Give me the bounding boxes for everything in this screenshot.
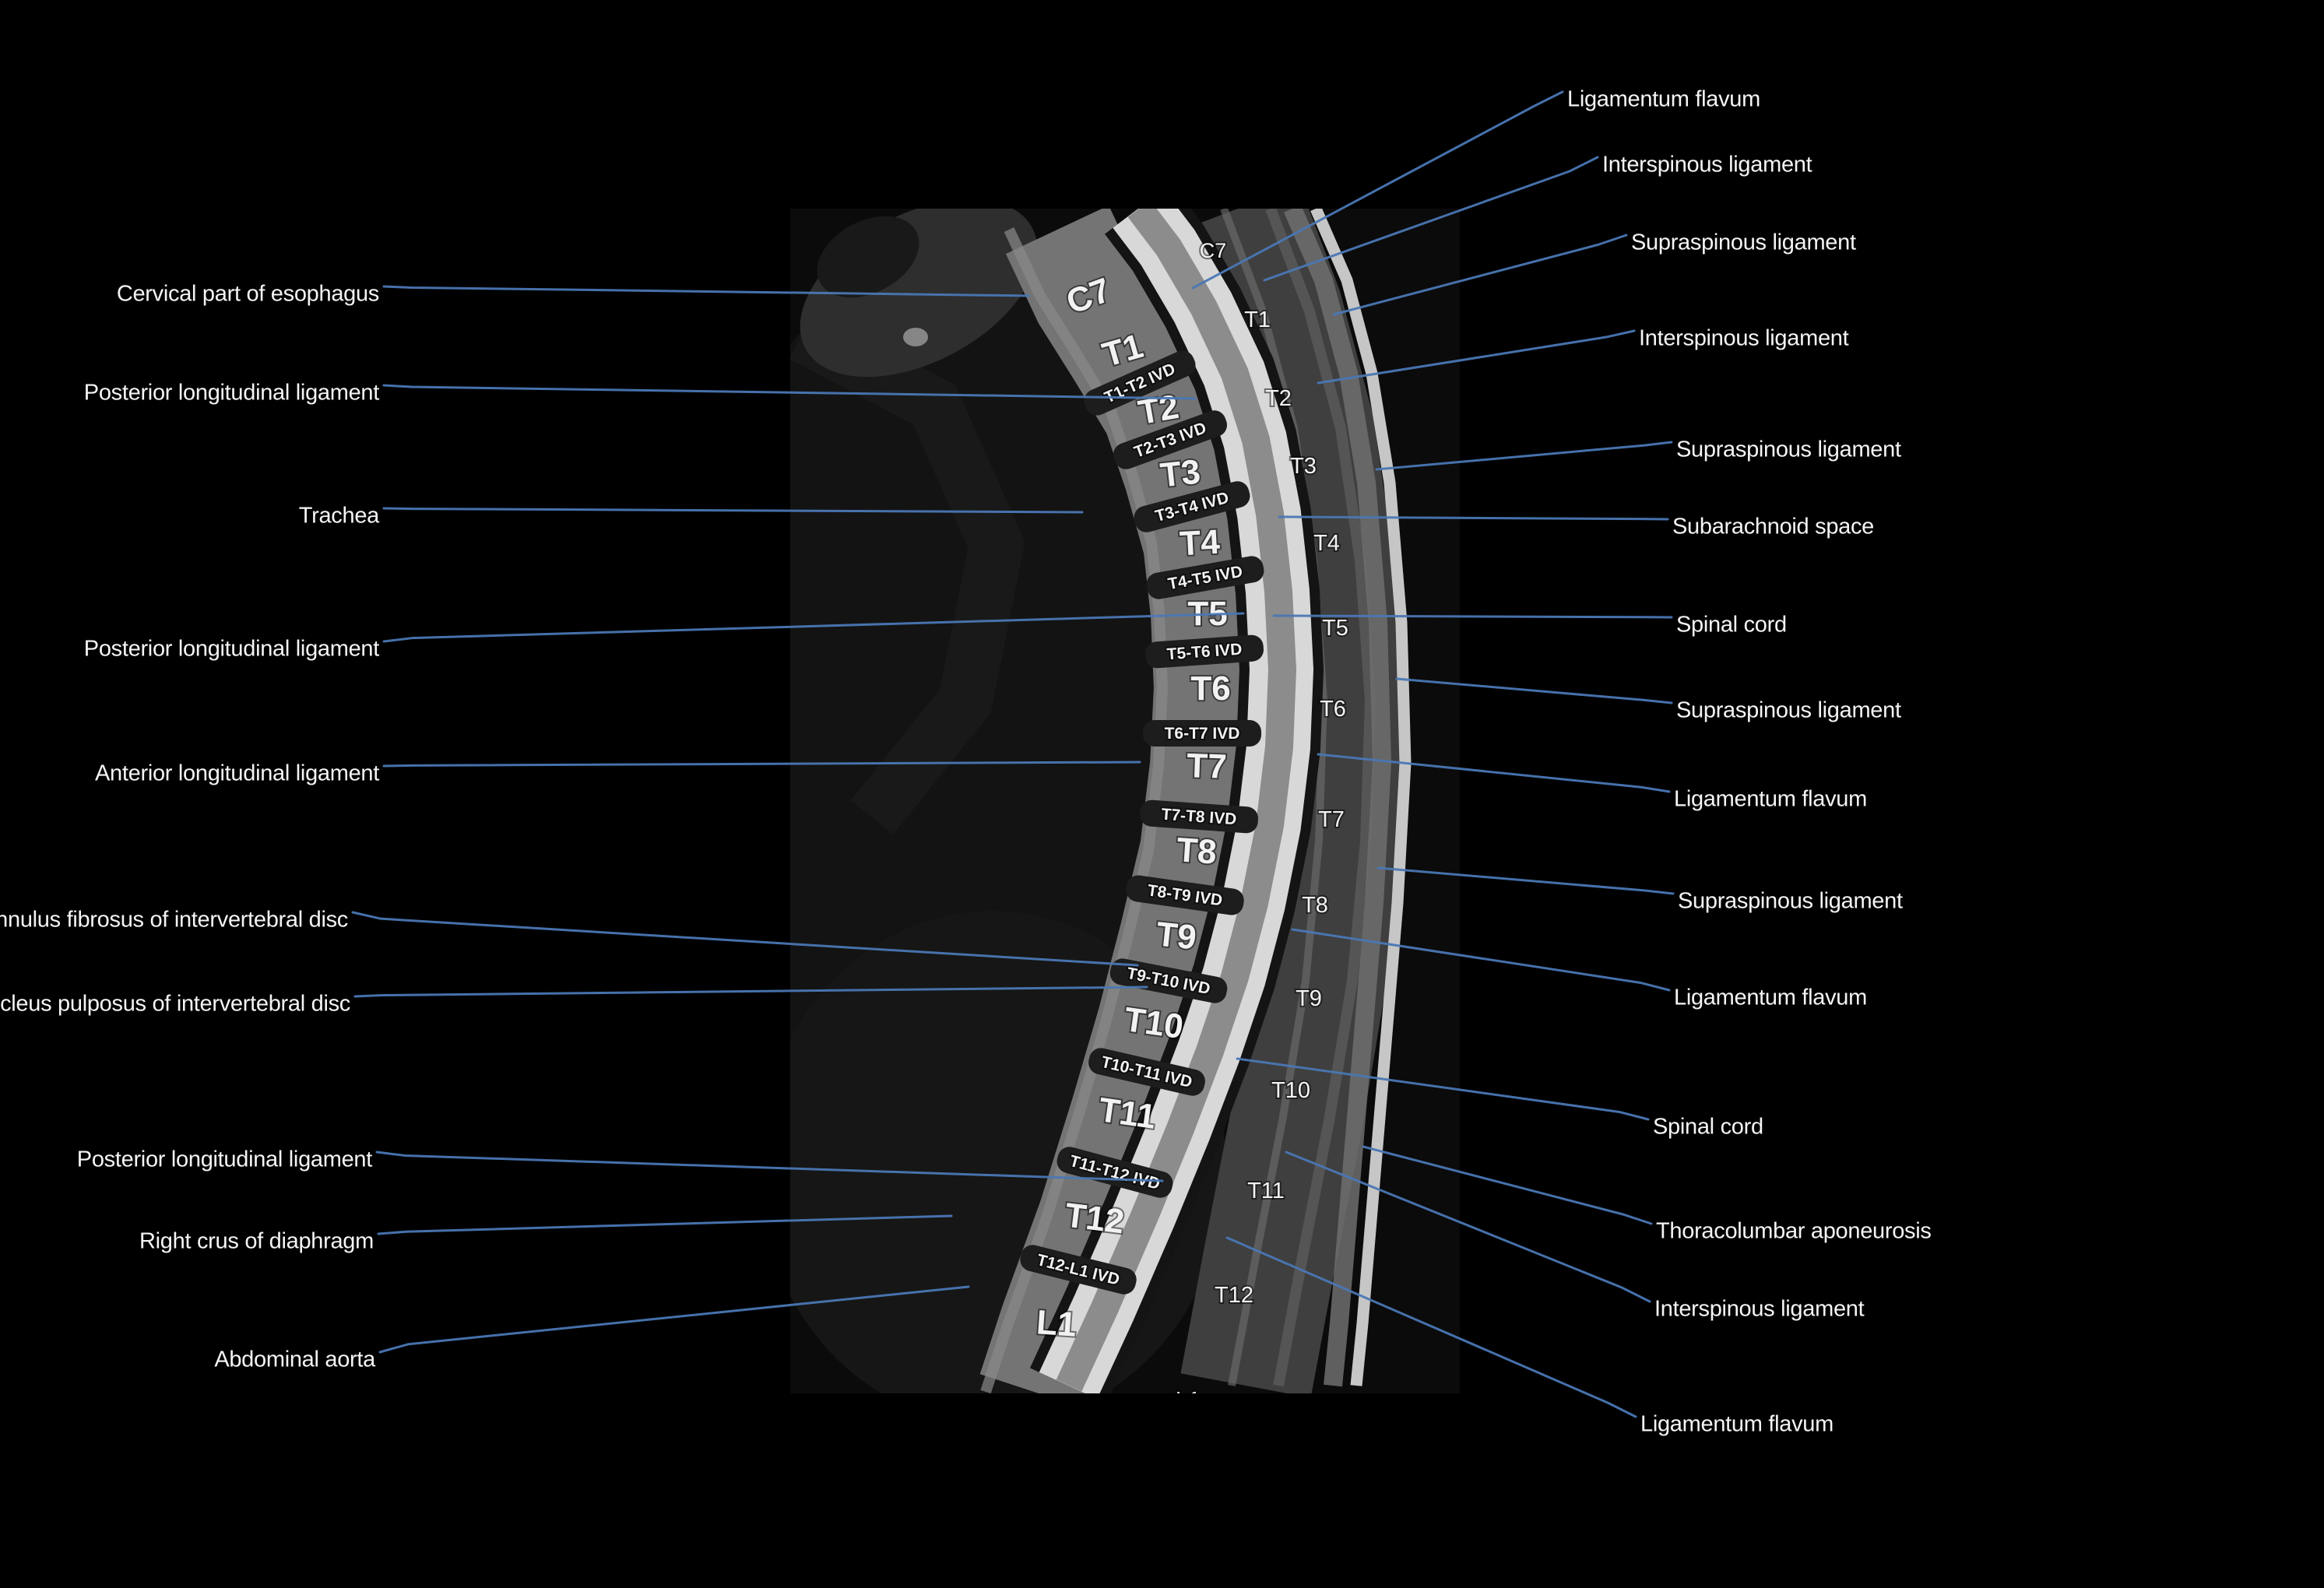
vertebra-label: T7 — [1186, 747, 1227, 786]
leader-line-right-3 — [1317, 329, 1636, 385]
vertebra-label: T12 — [1063, 1196, 1126, 1242]
vertebra-label: T2 — [1136, 388, 1182, 432]
posterior-vertebra-label: T5 — [1322, 616, 1348, 641]
annotation-label-right-5: Subarachnoid space — [1672, 514, 1875, 539]
posterior-vertebra-label: T1 — [1244, 307, 1271, 332]
posterior-vertebra-label: T9 — [1296, 986, 1322, 1011]
vertebra-label: L1 — [1035, 1303, 1078, 1344]
spinal-cord-band — [1056, 209, 1297, 1392]
thoracolumbar-aponeurosis-band — [1283, 209, 1392, 1387]
annotation-label-left-1: Posterior longitudinal ligament — [83, 380, 380, 406]
annotation-label-left-8: Right crus of diaphragm — [139, 1228, 374, 1254]
posterior-vertebra-label: T11 — [1247, 1179, 1285, 1203]
lung-streak — [790, 311, 1025, 834]
annotation-label-right-3: Interspinous ligament — [1639, 325, 1849, 351]
leader-line-left-7 — [375, 1151, 1164, 1182]
annotation-label-right-10: Ligamentum flavum — [1674, 985, 1867, 1010]
leader-line-left-1 — [382, 384, 1197, 400]
annotation-label-right-11: Spinal cord — [1653, 1114, 1763, 1140]
vertebra-label: T4 — [1179, 523, 1221, 564]
leader-line-left-3 — [382, 612, 1245, 643]
intervertebral-disc — [1113, 410, 1228, 469]
intervertebral-disc — [1020, 1245, 1137, 1295]
posterior-vertebra-label: T8 — [1302, 893, 1328, 918]
vertebra-label: T3 — [1158, 452, 1202, 494]
leader-line-right-9 — [1376, 866, 1675, 895]
leader-line-right-10 — [1291, 928, 1671, 992]
vertebra-label: T9 — [1155, 915, 1198, 957]
trachea-lumen — [817, 216, 919, 298]
intervertebral-disc — [1126, 875, 1244, 915]
posterior-vertebra-label: C7 — [1200, 239, 1227, 262]
intervertebral-disc — [1088, 1048, 1205, 1096]
intervertebral-disc — [1057, 1147, 1173, 1198]
posterior-vertebra-label: T10 — [1271, 1078, 1310, 1103]
annotation-label-right-9: Supraspinous ligament — [1678, 888, 1903, 914]
annotation-label-left-7: Posterior longitudinal ligament — [76, 1147, 373, 1172]
annotation-label-left-2: Trachea — [298, 503, 380, 529]
leader-line-left-9 — [378, 1285, 970, 1354]
leader-line-right-0 — [1191, 90, 1564, 290]
leader-line-right-11 — [1236, 1057, 1650, 1121]
leader-line-right-12 — [1362, 1145, 1653, 1225]
annotation-label-right-13: Interspinous ligament — [1654, 1296, 1865, 1322]
annotation-label-left-9: Abdominal aorta — [214, 1347, 375, 1372]
posterior-vertebra-label: T3 — [1290, 454, 1317, 479]
annotation-label-left-4: Anterior longitudinal ligament — [95, 761, 379, 786]
annotation-label-left-6: Nucleus pulposus of intervertebral disc — [0, 991, 350, 1017]
leader-line-right-1 — [1263, 156, 1599, 282]
paraspinal-muscles — [1176, 209, 1405, 1393]
vertebra-label: T10 — [1122, 1000, 1186, 1046]
bright-spot — [903, 328, 928, 346]
intervertebral-disc — [1146, 556, 1264, 599]
annotation-label-left-0: Cervical part of esophagus — [116, 281, 379, 307]
vertebra-label: T8 — [1176, 831, 1218, 871]
leader-line-left-5 — [351, 911, 1139, 967]
disc-label: T5-T6 IVD — [1166, 641, 1243, 664]
annotation-label-left-5: Annulus fibrosus of intervertebral disc — [0, 907, 348, 933]
leader-line-right-2 — [1332, 234, 1628, 316]
annotation-label-right-0: Ligamentum flavum — [1567, 86, 1760, 112]
posterior-vertebra-label: T4 — [1313, 531, 1340, 556]
posterior-vertebra-label: T7 — [1318, 807, 1345, 832]
intervertebral-disc — [1134, 481, 1250, 532]
posterior-vertebra-label: T6 — [1320, 697, 1346, 722]
intervertebral-disc — [1109, 958, 1228, 1003]
annotation-label-right-12: Thoracolumbar aponeurosis — [1656, 1218, 1932, 1244]
vertebra-label: T6 — [1190, 669, 1230, 708]
leader-line-left-0 — [382, 285, 1031, 297]
annotation-label-right-8: Ligamentum flavum — [1674, 786, 1867, 812]
intervertebral-disc — [1084, 350, 1196, 416]
leader-line-right-7 — [1395, 677, 1673, 704]
leader-line-right-13 — [1285, 1151, 1651, 1303]
annotation-label-left-3: Posterior longitudinal ligament — [83, 636, 380, 662]
leader-line-right-5 — [1278, 515, 1669, 521]
posterior-vertebra-label: T12 — [1215, 1283, 1253, 1308]
annotation-label-right-6: Spinal cord — [1676, 612, 1787, 638]
annotation-label-right-14: Ligamentum flavum — [1640, 1411, 1834, 1437]
leader-line-left-4 — [382, 761, 1141, 768]
leader-line-right-6 — [1272, 614, 1673, 619]
intervertebral-disc — [1140, 799, 1258, 834]
annotation-label-right-7: Supraspinous ligament — [1676, 697, 1901, 723]
leader-line-left-8 — [377, 1214, 953, 1235]
annotation-label-right-1: Interspinous ligament — [1602, 152, 1812, 177]
intervertebral-disc — [1143, 720, 1261, 747]
muscle-streak-1 — [1220, 209, 1328, 1386]
leader-line-right-8 — [1317, 753, 1671, 793]
annotation-label-right-4: Supraspinous ligament — [1676, 437, 1901, 462]
intervertebral-disc — [1145, 634, 1264, 669]
leader-line-right-4 — [1375, 441, 1673, 471]
posterior-vertebra-label: L1 — [1176, 1388, 1201, 1413]
leader-line-left-2 — [382, 507, 1084, 514]
annotation-label-right-2: Supraspinous ligament — [1631, 230, 1856, 255]
vertebra-label: T11 — [1096, 1091, 1158, 1137]
muscle-streak-2 — [1265, 209, 1376, 1387]
posterior-vertebra-label: T2 — [1265, 386, 1292, 411]
leader-line-left-6 — [353, 985, 1148, 998]
disc-label: T6-T7 IVD — [1165, 725, 1240, 743]
leader-line-right-14 — [1225, 1236, 1637, 1418]
